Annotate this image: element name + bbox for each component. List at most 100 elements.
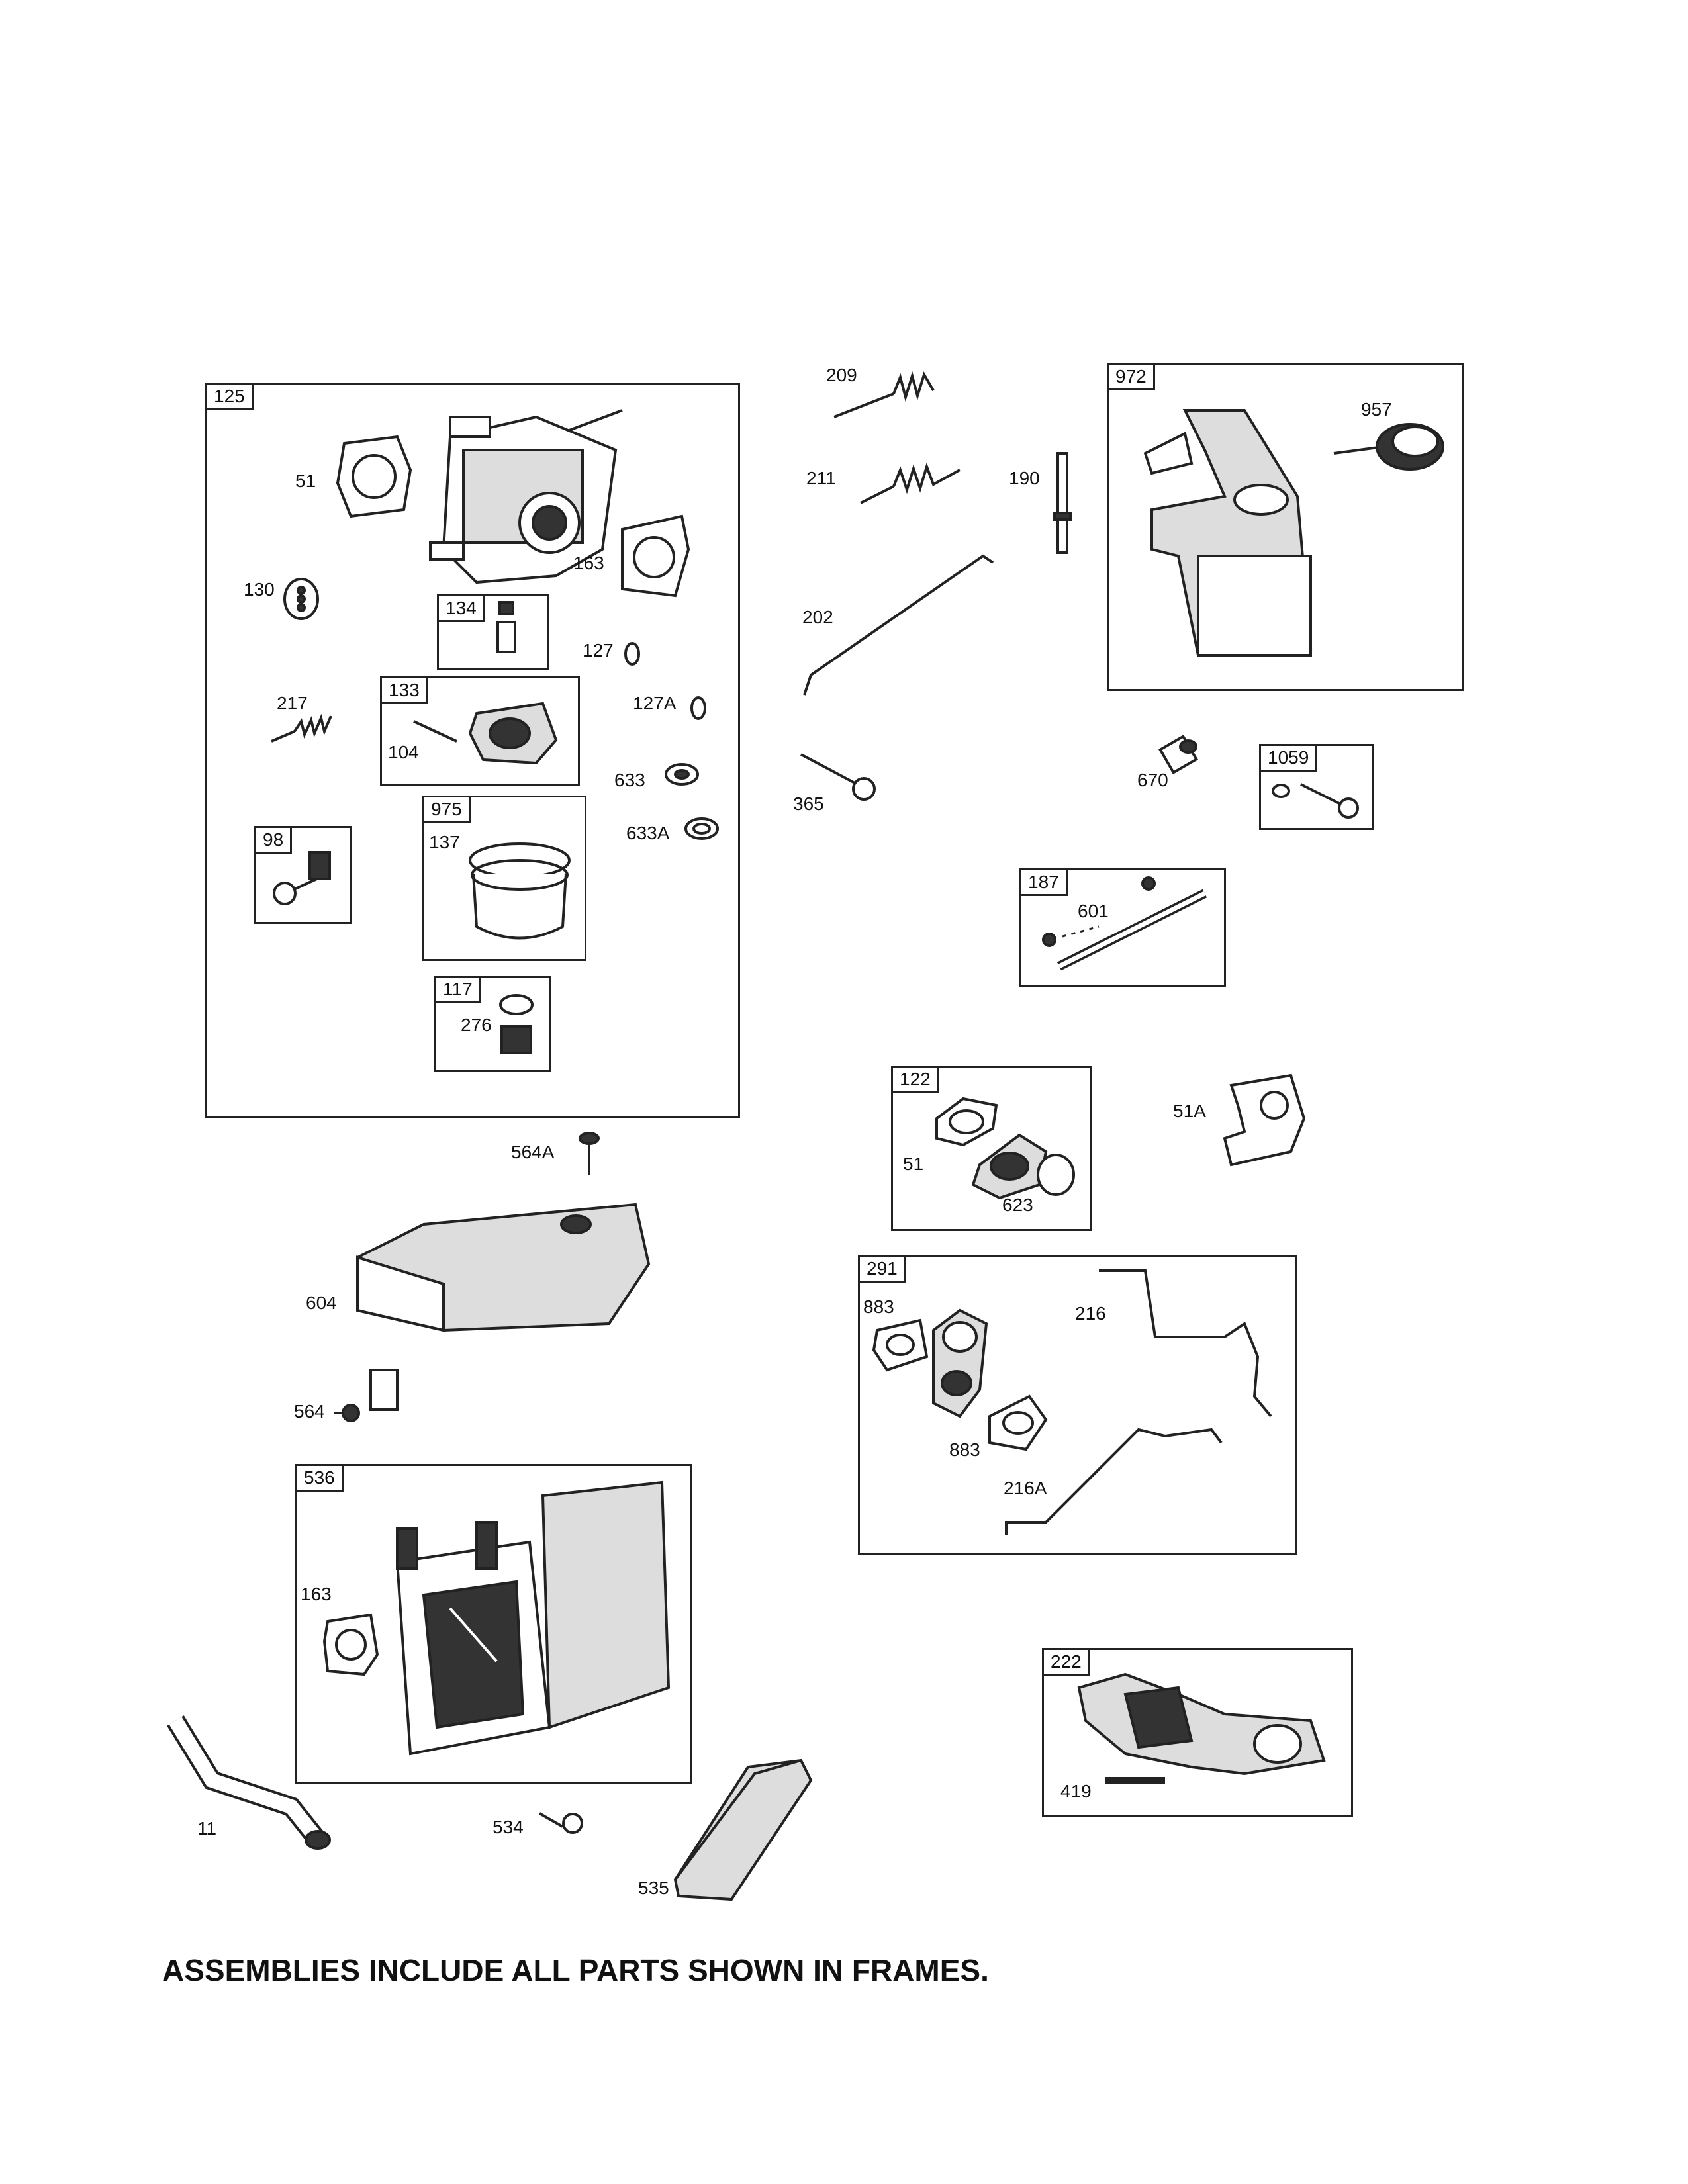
frame-134: 134 [437,594,549,670]
frame-tag-1059: 1059 [1259,744,1318,772]
washer-icon [665,763,699,786]
bracket-icon [932,1308,988,1418]
callout-51A: 51A [1173,1101,1206,1121]
callout-130: 130 [244,579,275,600]
bolt-icon [800,753,876,801]
bolt-icon [1272,783,1359,819]
frame-tag-125: 125 [205,383,254,410]
callout-534: 534 [492,1817,524,1837]
frame-tag-536: 536 [295,1464,344,1492]
assemblies-note: ASSEMBLIES INCLUDE ALL PARTS SHOWN IN FR… [162,1953,989,1987]
callout-564A: 564A [511,1142,555,1162]
frame-291: 291 [858,1255,1297,1555]
frame-125: 125 [205,383,740,1118]
callout-633: 633 [614,770,645,790]
air-cleaner-base-icon [395,1480,671,1756]
governor-link-icon [1005,1428,1223,1535]
o-ring-icon [624,642,640,666]
o-ring-icon [690,696,706,720]
callout-209: 209 [826,365,857,385]
frame-tag-133: 133 [380,676,428,704]
air-filter-icon [673,1758,813,1901]
callout-190: 190 [1009,468,1040,488]
spring-icon [271,713,332,743]
callout-419: 419 [1060,1781,1092,1801]
frame-tag-117: 117 [434,976,481,1003]
float-bowl-icon [469,842,571,940]
callout-216: 216 [1075,1303,1106,1324]
callout-604: 604 [306,1293,337,1313]
carburetor-body [429,409,623,584]
callout-163-air: 163 [301,1584,332,1604]
callout-11: 11 [197,1818,217,1839]
spacer-icon [971,1133,1048,1200]
nut-icon [334,1404,360,1422]
frame-tag-222: 222 [1042,1648,1090,1676]
callout-51-gasket: 51 [903,1154,924,1174]
callout-216A: 216A [1004,1478,1047,1498]
callout-670: 670 [1137,770,1168,790]
screw-icon [273,851,331,905]
gasket-icon [322,1613,379,1676]
gasket-icon [621,514,690,598]
gasket-icon [935,1097,998,1147]
frame-117: 117 [434,976,551,1072]
fuel-cap-icon [1333,423,1444,471]
frame-tag-187: 187 [1019,868,1068,896]
governor-assembly-icon [1077,1672,1326,1784]
washer-icon [684,817,719,840]
frame-1059: 1059 [1259,744,1374,830]
callout-104: 104 [388,742,419,762]
governor-link-icon [1099,1269,1272,1418]
frame-133: 133 [380,676,580,786]
callout-883-bottom: 883 [949,1439,980,1460]
callout-564: 564 [294,1401,325,1422]
frame-tag-122: 122 [891,1066,939,1093]
frame-187: 187 [1019,868,1226,987]
callout-957: 957 [1361,399,1392,420]
fuel-tank-icon [1143,409,1313,657]
frame-tag-291: 291 [858,1255,906,1283]
frame-tag-134: 134 [437,594,485,622]
needle-valve-icon [496,601,516,653]
callout-883-top: 883 [863,1297,894,1317]
frame-536: 536 [295,1464,692,1784]
nut-icon [499,994,534,1054]
o-ring-icon [1037,1154,1075,1196]
frame-972: 972 [1107,363,1464,691]
frame-tag-975: 975 [422,796,471,823]
screw-icon [539,1812,583,1834]
callout-137: 137 [429,832,460,852]
air-cleaner-shroud-icon [356,1203,651,1411]
stud-icon [1053,452,1072,554]
callout-217: 217 [277,693,308,713]
frame-975: 975 [422,796,586,961]
gasket-icon [336,435,412,518]
bushing-icon [1158,734,1199,775]
callout-623: 623 [1002,1195,1033,1215]
frame-tag-98: 98 [254,826,293,854]
callout-163: 163 [573,553,604,573]
callout-211: 211 [806,468,836,488]
spring-icon [860,462,961,504]
callout-535: 535 [638,1878,669,1898]
fuel-tube-icon [1042,876,1207,971]
screw-icon [579,1132,600,1175]
callout-127: 127 [583,640,614,660]
plate-icon [1223,1073,1306,1167]
float-pin-icon [413,720,457,743]
frame-122: 122 [891,1066,1092,1231]
gasket-icon [988,1394,1048,1451]
gasket-icon [872,1318,929,1372]
spring-icon [833,371,935,418]
callout-633A: 633A [626,823,670,843]
callout-51: 51 [295,471,316,491]
callout-276: 276 [461,1015,492,1035]
callout-127A: 127A [633,693,677,713]
float-icon [468,702,558,765]
callout-601: 601 [1078,901,1109,921]
frame-98: 98 [254,826,352,924]
frame-tag-972: 972 [1107,363,1155,390]
frame-222: 222 [1042,1648,1353,1817]
breather-tube-icon [167,1715,331,1850]
